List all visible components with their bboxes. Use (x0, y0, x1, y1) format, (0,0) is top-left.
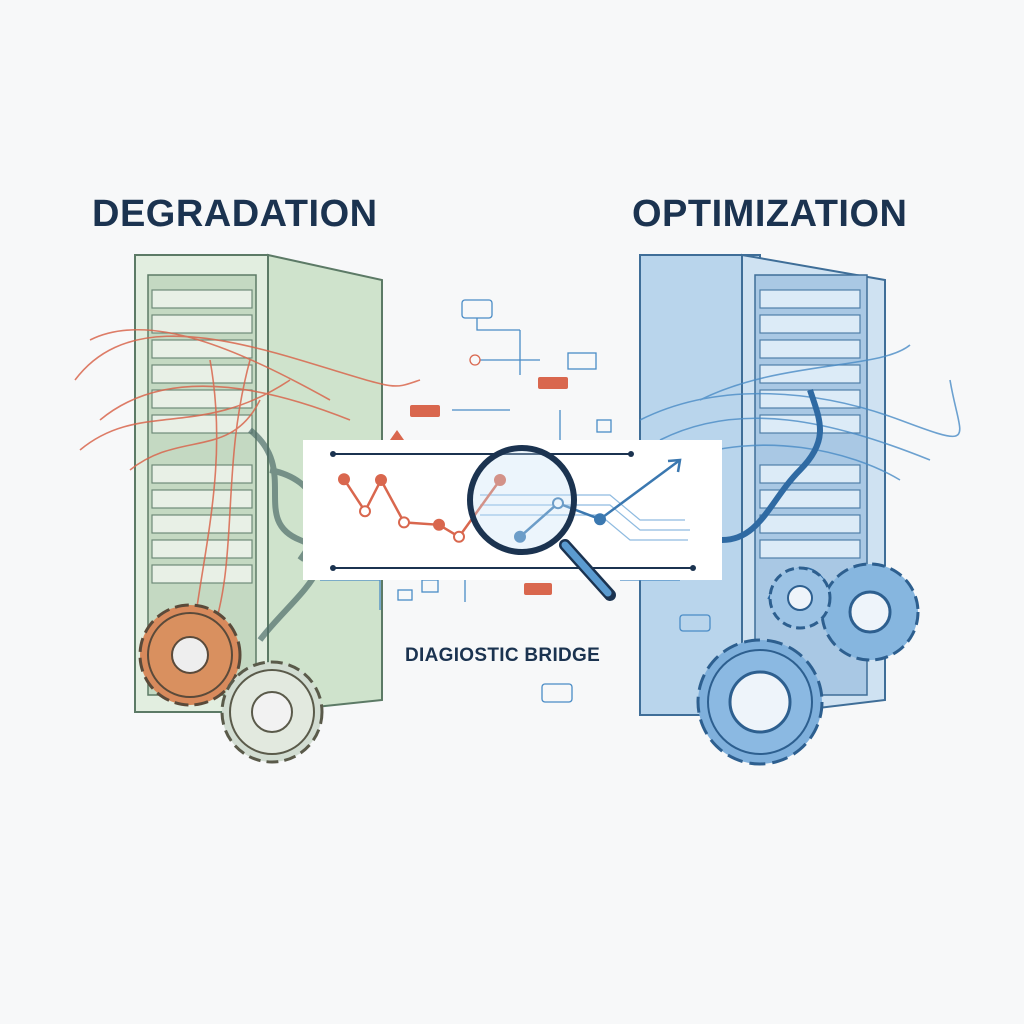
degradation-point (398, 516, 410, 529)
worn-gear-icon (220, 660, 324, 764)
diagnostic-chart-panel (303, 440, 722, 601)
blue-gear-medium-icon (820, 562, 920, 662)
blue-gear-small-icon (768, 566, 832, 630)
degradation-point (359, 505, 371, 518)
degradation-title: DEGRADATION (92, 193, 378, 235)
optimization-point (514, 530, 526, 543)
degraded-server (74, 253, 421, 764)
blue-gear-large-icon (696, 638, 824, 766)
optimization-point (552, 497, 564, 510)
degradation-point (494, 474, 506, 486)
degradation-point (453, 530, 465, 543)
optimization-point (594, 513, 606, 526)
magnifier-icon (467, 445, 616, 601)
degradation-point (375, 474, 387, 486)
degradation-point (338, 473, 350, 486)
rusty-gear-icon (138, 603, 242, 707)
optimization-title: OPTIMIZATION (632, 193, 908, 235)
diagnostic-bridge-label: DIAGIOSTIC BRIDGE (405, 645, 601, 666)
degradation-point (433, 518, 445, 531)
optimization-line (519, 458, 681, 538)
trend-arrow-icon (667, 458, 682, 473)
optimized-server (639, 253, 961, 766)
red-tags (390, 377, 568, 595)
